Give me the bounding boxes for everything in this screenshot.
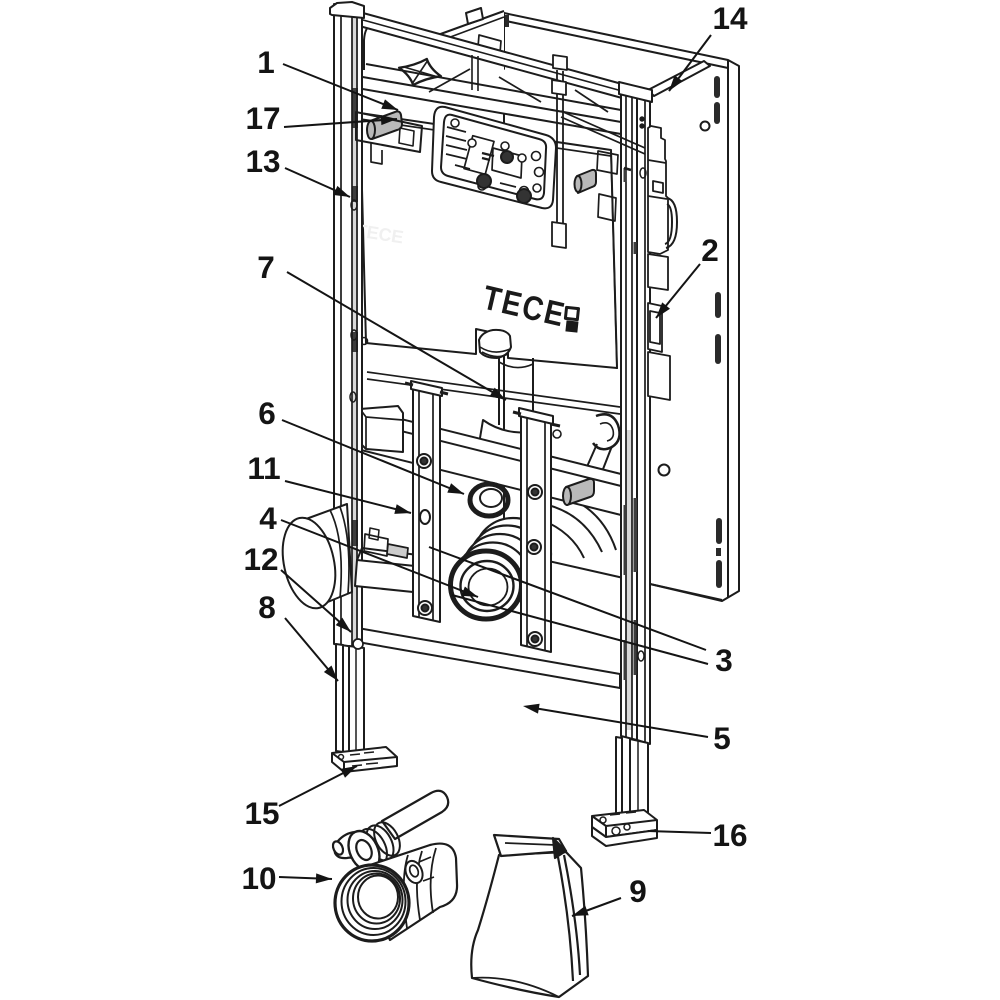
- svg-text:17: 17: [245, 100, 280, 136]
- svg-text:8: 8: [258, 589, 276, 625]
- svg-text:4: 4: [259, 500, 277, 536]
- svg-text:14: 14: [712, 0, 748, 36]
- svg-text:9: 9: [629, 873, 647, 909]
- svg-text:16: 16: [712, 817, 747, 853]
- svg-text:11: 11: [247, 450, 280, 486]
- svg-text:3: 3: [715, 642, 733, 678]
- svg-text:1: 1: [257, 44, 275, 80]
- svg-text:5: 5: [713, 720, 731, 756]
- svg-text:6: 6: [258, 395, 276, 431]
- svg-text:13: 13: [245, 143, 280, 179]
- svg-text:2: 2: [701, 232, 719, 268]
- svg-text:15: 15: [244, 795, 279, 831]
- svg-text:7: 7: [257, 249, 275, 285]
- svg-text:12: 12: [243, 541, 278, 577]
- svg-text:10: 10: [241, 860, 276, 896]
